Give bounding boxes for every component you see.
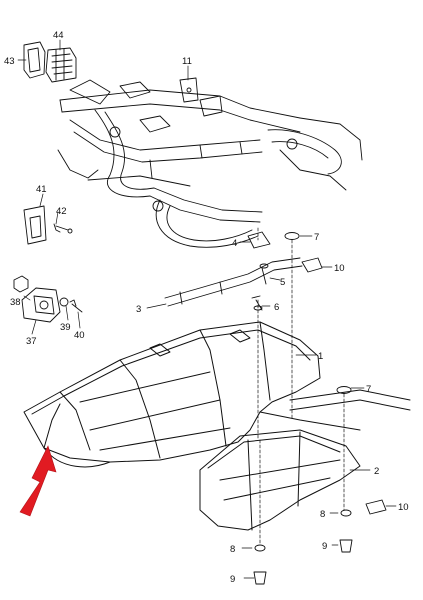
callout-38: 38 [10,297,21,308]
washer-8-right [340,509,352,517]
bolt-6 [251,295,263,311]
callout-42: 42 [56,206,67,217]
callout-labels: 43 44 11 41 42 38 39 40 37 4 7 5 10 3 6 … [4,30,409,585]
washer-39 [59,297,69,307]
engine-mount-assembly [23,41,77,83]
clip-10-bottom [365,499,387,515]
callout-9b: 9 [230,574,235,585]
callout-1: 1 [318,351,323,362]
callout-8b: 8 [230,544,235,555]
screw-9-left [253,571,267,585]
callout-6: 6 [274,302,279,313]
callout-7a: 7 [314,232,319,243]
callout-43: 43 [4,56,15,67]
washer-7-bottom [336,386,352,394]
front-subframe [57,79,363,248]
callout-2: 2 [374,466,379,477]
callout-3: 3 [136,304,141,315]
callout-5: 5 [280,277,285,288]
bracket-4 [247,231,271,249]
callout-40: 40 [74,330,85,341]
clip-10-top [301,257,323,273]
callout-4: 4 [232,238,237,249]
callout-10a: 10 [334,263,345,274]
underbody-shield-1 [23,321,321,468]
mount-37 [21,287,61,323]
callout-41: 41 [36,184,47,195]
callout-11: 11 [182,56,192,67]
bracket-11 [179,77,199,103]
underbody-shield-2 [199,389,411,531]
callout-8a: 8 [320,509,325,520]
bolt-40 [69,299,83,313]
screw-5 [259,263,269,285]
callout-39: 39 [60,322,71,333]
washer-8-left [254,544,266,552]
screw-9-right [339,539,353,553]
rail-3 [164,257,303,307]
nut-38 [13,275,29,293]
callout-44: 44 [53,30,64,41]
callout-7b: 7 [366,384,371,395]
direction-arrow [19,445,57,517]
bracket-41 [23,205,47,245]
callout-10b: 10 [398,502,409,513]
leader-lines [17,39,397,579]
callout-37: 37 [26,336,37,347]
callout-9a: 9 [322,541,327,552]
washer-7-top [284,232,300,240]
bolt-42 [53,223,73,234]
